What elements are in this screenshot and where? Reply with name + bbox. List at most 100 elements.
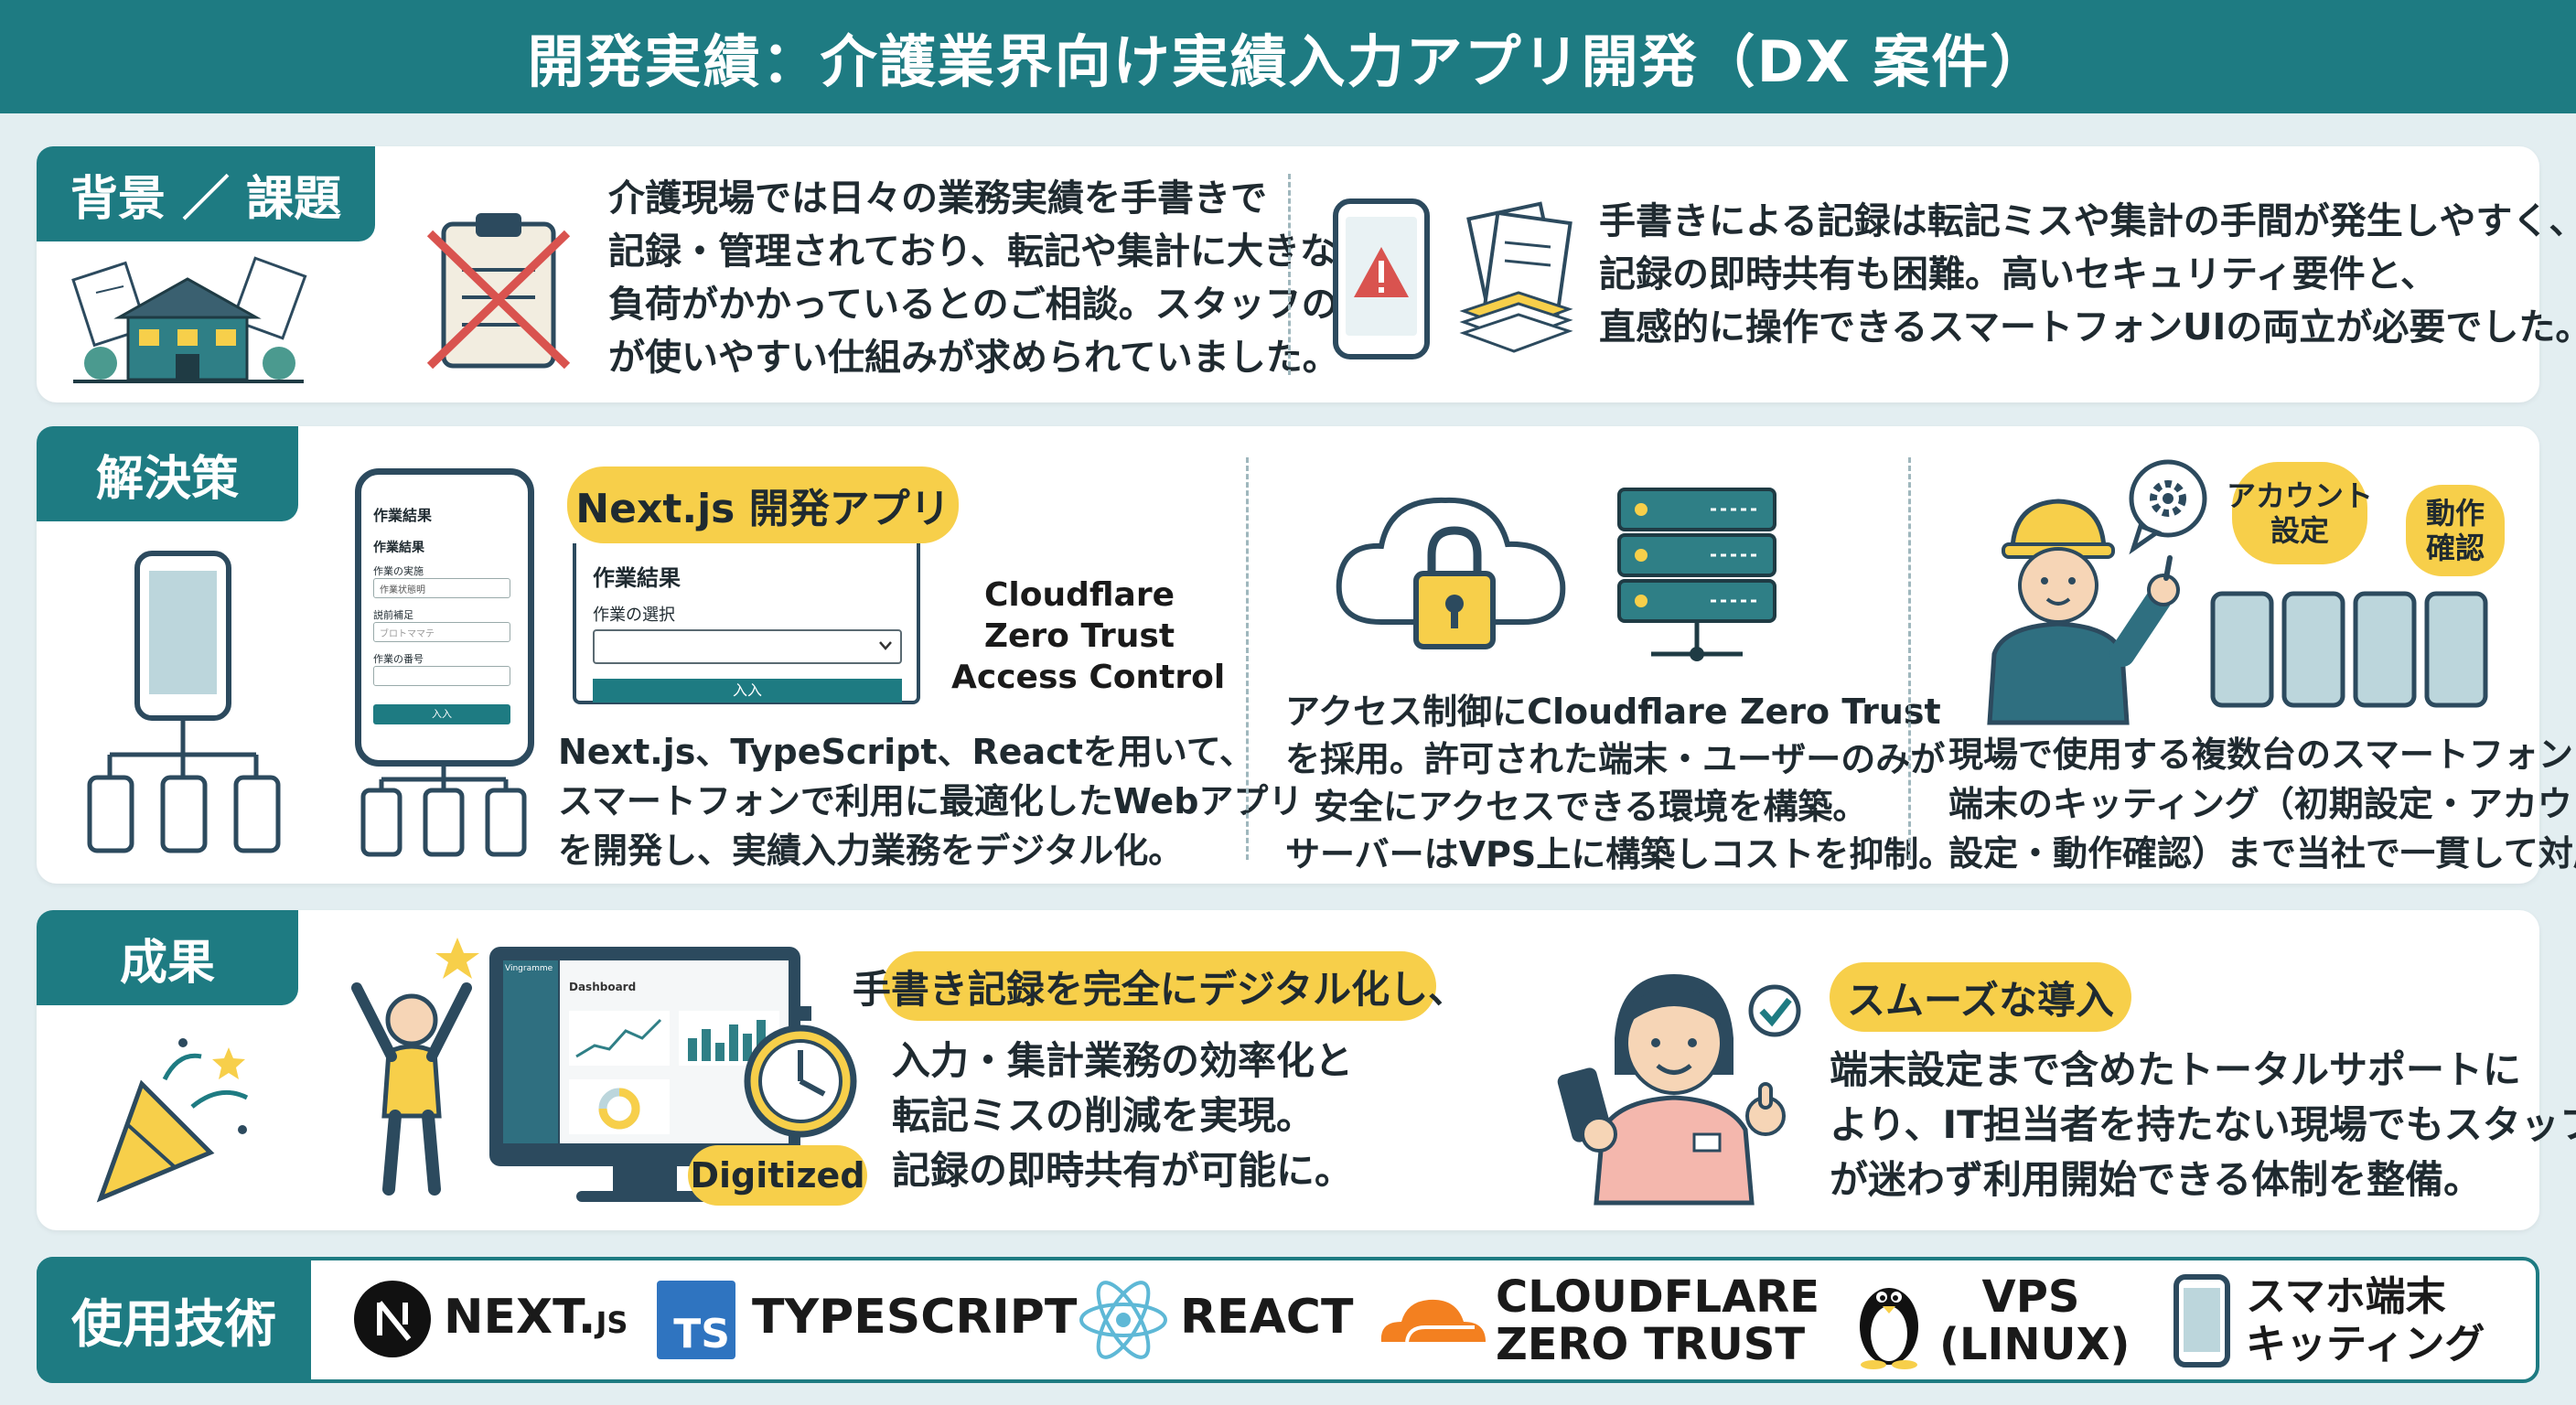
phone-field1-select[interactable]: 作業状態明	[373, 578, 510, 598]
operation-check-bubble: 動作 確認	[2406, 485, 2505, 576]
solution-col2-line-3: 安全にアクセスできる環境を構築。	[1314, 787, 1868, 827]
react-logo-icon	[1079, 1281, 1167, 1359]
celebrating-person-icon	[351, 938, 479, 1196]
background-left-line-2: 記録・管理されており、転記や集計に大きな	[608, 231, 1336, 273]
smartphone-row-icon	[2210, 591, 2488, 708]
phone-field2-input[interactable]: ブロトママテ	[373, 622, 510, 642]
monitor-base	[576, 1191, 714, 1202]
solution-tab: 解決策	[37, 426, 298, 521]
solution-col3-line-3: 設定・動作確認）まで当社で一貫して対応。	[1948, 833, 2576, 874]
result2-line-3: が迷わず利用開始できる体制を整備。	[1830, 1157, 2483, 1202]
phone-field2-label: 説前補足	[373, 609, 413, 621]
nextjs-label-main: NEXT.	[444, 1290, 596, 1345]
result1-line-3: 記録の即時共有が可能に。	[892, 1148, 1354, 1193]
solution-col3-line-2: 端末のキッティング（初期設定・アカウント	[1948, 784, 2576, 824]
typescript-badge-text: TS	[673, 1311, 730, 1357]
nextjs-label-sub: JS	[596, 1305, 628, 1340]
phone-field2-value: ブロトママテ	[380, 629, 435, 639]
care-facility-icon	[71, 256, 307, 383]
linux-penguin-icon	[1860, 1288, 1918, 1369]
document-stack-icon	[1459, 201, 1573, 353]
digitized-badge: Digitized	[688, 1145, 867, 1206]
phone-field3-input[interactable]	[373, 666, 510, 686]
background-left-line-1: 介護現場では日々の業務実績を手書きで	[608, 177, 1267, 220]
device-network-icon	[87, 551, 281, 853]
cloudflare-zero-trust-line-2: Zero Trust	[983, 617, 1175, 655]
background-divider	[1288, 174, 1291, 375]
background-left-line-3: 負荷がかかっているとのご相談。スタッフの皆様	[608, 284, 1411, 326]
page-title: 開発実績：介護業界向け実績入力アプリ開発（DX 案件）	[0, 0, 2576, 113]
vps-label-line-2: (LINUX)	[1939, 1319, 2131, 1370]
nextjs-app-pill: Next.js 開発アプリ	[567, 467, 959, 543]
smooth-rollout-pill: スムーズな導入	[1830, 962, 2131, 1032]
app-form-select[interactable]	[593, 629, 902, 664]
result1-line-2: 転記ミスの削減を実現。	[892, 1093, 1315, 1138]
solution-col2-line-4: サーバーはVPS上に構築しコストを抑制。	[1285, 834, 1954, 874]
background-left-line-4: が使いやすい仕組みが求められていました。	[608, 337, 1339, 379]
cloudflare-label-line-2: ZERO TRUST	[1496, 1319, 1806, 1370]
phone-form-title: 作業結果	[373, 507, 433, 524]
cloud-lock-icon	[1336, 497, 1566, 649]
cloudflare-zero-trust-line-3: Access Control	[951, 659, 1226, 696]
nextjs-logo-icon	[354, 1281, 431, 1357]
dashboard-line-chart-icon	[569, 1011, 670, 1066]
server-icon	[1617, 488, 1776, 661]
party-popper-icon	[96, 1038, 249, 1203]
app-form-card	[573, 543, 920, 704]
background-tab: 背景 ／ 課題	[37, 146, 375, 241]
account-setup-line-1: アカウント	[2227, 478, 2374, 513]
vps-label-line-1: VPS	[1981, 1271, 2080, 1323]
digitized-result-pill: 手書き記録を完全にデジタル化し、	[853, 951, 1466, 1021]
results-tab: 成果	[37, 910, 298, 1005]
dashboard-title: Dashboard	[569, 981, 637, 993]
staff-thumbs-up-icon	[1557, 974, 1801, 1206]
account-setup-bubble: アカウント 設定	[2227, 462, 2373, 564]
background-right-line-3: 直感的に操作できるスマートフォンUIの両立が必要でした。	[1599, 306, 2576, 349]
dashboard-brand-name: Vingramme	[505, 964, 553, 973]
cloudflare-label-line-1: CLOUDFLARE	[1496, 1271, 1819, 1323]
solution-col1-line-1: Next.js、TypeScript、Reactを用いて、	[558, 732, 1254, 772]
operation-check-line-2: 確認	[2425, 531, 2485, 565]
phone-field1-label: 作業の実施	[373, 565, 424, 577]
nextjs-label: NEXT.JS	[444, 1290, 628, 1345]
typescript-label: TYPESCRIPT	[752, 1290, 1078, 1345]
phone-submit-button[interactable]: 入入	[373, 704, 510, 724]
solution-col2-line-1: アクセス制御にCloudflare Zero Trust	[1285, 692, 1941, 732]
cloudflare-zero-trust-line-1: Cloudflare	[983, 576, 1175, 614]
solution-col1-line-3: を開発し、実績入力業務をデジタル化。	[558, 831, 1184, 871]
smartphone-icon	[2174, 1274, 2230, 1367]
background-right-line-1: 手書きによる記録は転記ミスや集計の手間が発生しやすく、	[1599, 200, 2576, 242]
tech-stack-bar	[37, 1257, 2539, 1383]
phone-form-subtitle: 作業結果	[373, 541, 424, 555]
kitting-label-line-1: スマホ端末	[2246, 1273, 2446, 1320]
operation-check-line-1: 動作	[2425, 496, 2485, 531]
dashboard-donut-icon	[569, 1079, 670, 1134]
result2-line-1: 端末設定まで含めたトータルサポートに	[1830, 1047, 2522, 1092]
solution-divider-1	[1246, 457, 1249, 860]
solution-col3-line-1: 現場で使用する複数台のスマートフォン	[1948, 735, 2573, 775]
dashboard-sidebar	[503, 960, 558, 1143]
phone-warning-icon	[1333, 198, 1430, 359]
handwritten-record-crossed-icon	[426, 213, 571, 370]
app-form-select-label: 作業の選択	[593, 606, 675, 625]
phone-field1-value: 作業状態明	[380, 585, 425, 595]
chevron-down-icon	[879, 641, 892, 650]
solution-col1-line-2: スマートフォンで利用に最適化したWebアプリ	[558, 781, 1304, 821]
result2-line-2: より、IT担当者を持たない現場でもスタッフ	[1830, 1102, 2576, 1147]
app-form-title: 作業結果	[593, 565, 681, 591]
solution-divider-2	[1908, 457, 1911, 860]
tech-stack-tab: 使用技術	[37, 1257, 311, 1383]
result1-line-1: 入力・集計業務の効率化と	[892, 1038, 1354, 1083]
typescript-logo-icon: TS	[657, 1281, 735, 1359]
account-setup-line-2: 設定	[2270, 513, 2329, 548]
react-label: REACT	[1180, 1290, 1354, 1345]
solution-col2-line-2: を採用。許可された端末・ユーザーのみが	[1285, 739, 1946, 779]
worker-icon	[1987, 459, 2207, 725]
phone-field3-label: 作業の番号	[373, 653, 424, 665]
background-right-line-2: 記録の即時共有も困難。高いセキュリティ要件と、	[1599, 253, 2437, 295]
phone-network-icon	[360, 767, 527, 857]
stopwatch-icon	[744, 1006, 857, 1138]
monitor-stand	[613, 1166, 677, 1194]
kitting-label-line-2: キッティング	[2246, 1321, 2485, 1367]
app-form-submit-button[interactable]: 入入	[593, 679, 902, 702]
